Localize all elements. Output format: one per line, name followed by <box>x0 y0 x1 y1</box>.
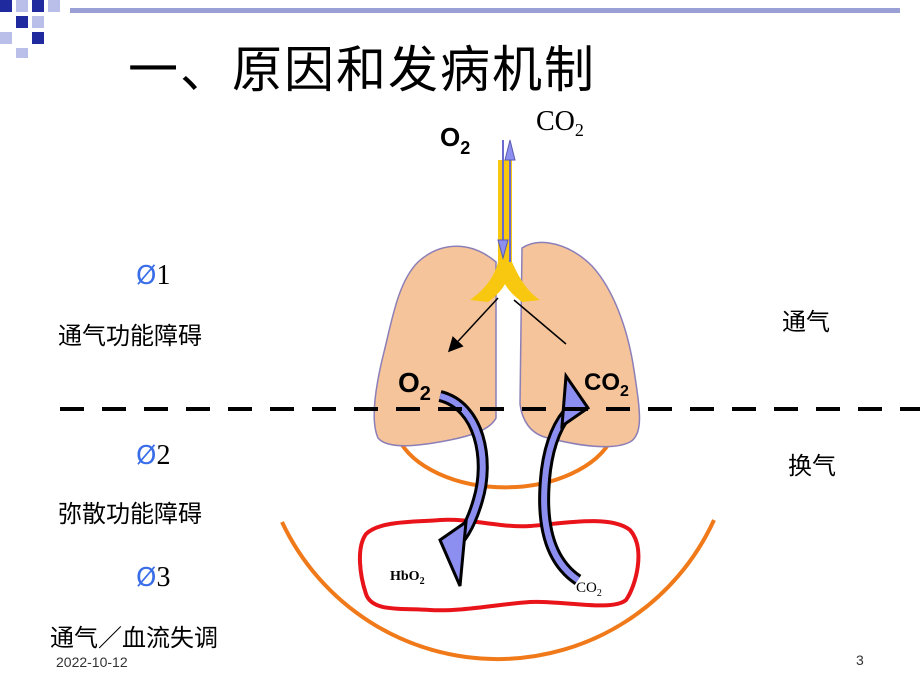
trachea <box>470 160 540 302</box>
bronchus-left-arrow <box>447 297 499 353</box>
right-lung <box>519 241 641 448</box>
outer-circulation-arc <box>280 519 716 662</box>
cause-number: 2 <box>156 440 171 471</box>
inner-capillary-arc <box>396 437 614 490</box>
corner-square <box>32 16 44 28</box>
exhale-arrowhead-icon <box>504 139 516 161</box>
slide-page-number: 3 <box>856 652 864 668</box>
alveolus-co2-label: CO2 <box>584 369 629 400</box>
cause-1-label: 通气功能障碍 <box>58 322 202 350</box>
corner-square <box>32 32 44 44</box>
corner-square <box>16 48 28 58</box>
blood-hbo2-label: HbO2 <box>390 569 425 587</box>
left-lung <box>373 245 497 447</box>
cause-number: 1 <box>156 260 171 291</box>
slide-title: 一、原因和发病机制 <box>128 41 596 99</box>
alveolus-o2-label: O2 <box>398 367 431 405</box>
zone-ventilation-label: 通气 <box>782 308 830 336</box>
cause-2-marker: Ø2 <box>136 440 170 472</box>
corner-square <box>48 0 60 12</box>
corner-square <box>0 0 12 12</box>
corner-square <box>0 32 12 44</box>
oxygen-diffusion-arrowhead-icon <box>438 518 468 587</box>
bullet-icon: Ø <box>136 563 157 593</box>
top-co2-label: CO2 <box>536 106 584 140</box>
co2-diffusion-curve-inner <box>541 405 580 583</box>
bullet-icon: Ø <box>136 261 157 291</box>
corner-square <box>16 16 28 28</box>
top-o2-label: O2 <box>440 122 470 158</box>
header-rule <box>70 8 900 13</box>
corner-decoration <box>0 0 900 58</box>
co2-diffusion-arrowhead-icon <box>560 371 591 430</box>
cause-number: 3 <box>156 562 171 593</box>
bronchus-right-line <box>513 299 567 345</box>
blood-co2-label: CO2 <box>576 580 602 599</box>
cause-1-marker: Ø1 <box>136 260 170 292</box>
cause-3-marker: Ø3 <box>136 562 170 594</box>
cause-3-label: 通气／血流失调 <box>50 624 218 652</box>
corner-square <box>32 0 44 12</box>
corner-square <box>16 0 28 12</box>
bullet-icon: Ø <box>136 441 157 471</box>
slide-date: 2022-10-12 <box>56 654 128 670</box>
inhale-arrowhead-icon <box>497 239 509 260</box>
cause-2-label: 弥散功能障碍 <box>58 500 202 528</box>
zone-exchange-label: 换气 <box>788 452 836 480</box>
